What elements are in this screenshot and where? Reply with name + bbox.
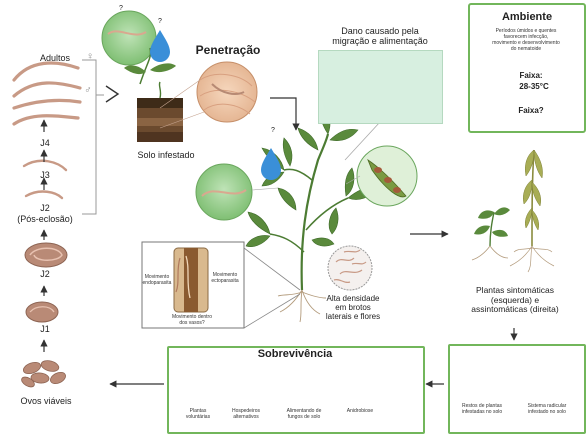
endoparasitic-label: Movimento endoparasita [142, 274, 172, 286]
stage-j4-label: J4 [40, 138, 50, 148]
water-drop-plant-icon [261, 148, 281, 180]
temperature-range-value: 28-35°C [519, 82, 549, 91]
drop-question: ? [158, 18, 162, 25]
survival-item-fungi: Alimentando de fungos de solo [286, 408, 322, 420]
survival-box [167, 346, 425, 434]
temperature-range-label: Faixa: [519, 71, 543, 80]
adult-bracket [82, 59, 104, 215]
damage-title: Dano causado pela migração e alimentação [332, 26, 428, 46]
symptomatic-label: Plantas sintomáticas (esquerda) e assint… [471, 285, 559, 314]
seedling-question: ? [119, 5, 123, 12]
leaf-detail-circle [195, 163, 279, 221]
stage-j3-label: J3 [40, 170, 50, 180]
worm-density-circle [327, 245, 373, 291]
residues-plants-label: Restos de plantas infestadas no solo [461, 403, 503, 415]
symptomatic-plants-illustration [471, 149, 555, 273]
infested-soil-block [137, 81, 183, 142]
post-hatch-label: (Pós-eclosão) [17, 214, 73, 224]
pod-detail-circle [345, 145, 418, 207]
adult-worms-icon [12, 61, 82, 126]
damage-box [318, 50, 443, 124]
survival-item-anhydrobiosis: Anidrobiose [346, 408, 374, 414]
infested-soil-label: Solo infestado [137, 150, 195, 160]
adults-label: Adultos [39, 53, 71, 63]
environment-description: Períodos úmidos e quentes favorecem infe… [492, 28, 560, 52]
arrow-to-plant [270, 97, 300, 131]
penetration-title: Penetração [195, 43, 261, 57]
survival-item-volunteer: Plantas voluntárias [185, 408, 211, 420]
penetration-tissue-circle [159, 61, 258, 129]
eggs-cluster-icon [21, 360, 66, 388]
male-symbol: ♂ [84, 85, 92, 96]
residues-roots-label: Sistema radicular infestado no solo [527, 403, 567, 415]
damage-connector [344, 121, 381, 161]
stage-j1-label: J1 [40, 324, 50, 334]
vessel-movement-label: Movimento dentro dos vasos? [171, 314, 213, 326]
water-drop-icon [150, 30, 170, 62]
main-plant-illustration [245, 99, 379, 323]
movement-detail-box [141, 241, 301, 329]
j2-coiled-egg-icon [24, 242, 68, 268]
survival-item-hosts: Hospedeiros alternativos [231, 408, 261, 420]
juvenile-worms-icon [22, 159, 68, 200]
environment-box [468, 3, 586, 133]
stage-j2-post-label: J2 [40, 203, 50, 213]
ectoparasitic-label: Movimento ectoparasita [211, 272, 239, 284]
female-symbol: ♀ [86, 51, 94, 62]
seedling-leaf-circle [101, 10, 176, 85]
residues-box [448, 344, 586, 434]
stage-j2-label: J2 [40, 269, 50, 279]
density-label: Alta densidade em brotos laterais e flor… [325, 294, 381, 321]
environment-title: Ambiente [501, 11, 553, 23]
moisture-range-label: Faixa? [518, 106, 544, 115]
survival-title: Sobrevivência [257, 348, 333, 360]
plant-drop-question: ? [271, 127, 275, 134]
j1-egg-icon [25, 301, 59, 323]
chevron-right-icon [105, 85, 120, 103]
eggs-label: Ovos viáveis [20, 396, 72, 406]
